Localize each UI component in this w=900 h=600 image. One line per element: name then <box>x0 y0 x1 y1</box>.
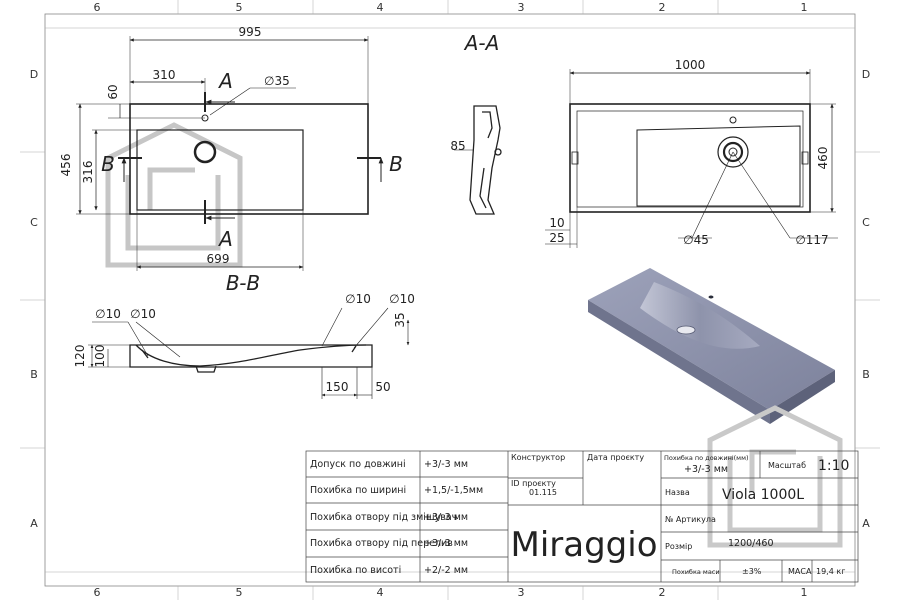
dim-length-995: 995 <box>239 25 262 39</box>
tolerance-value-mixer-hole: +3/-3 мм <box>424 512 468 523</box>
col-label-5-bottom: 5 <box>236 586 243 599</box>
scale-label: Масштаб <box>768 461 806 470</box>
length-error-value: +3/-3 мм <box>684 464 728 475</box>
section-marker-b-left: B <box>101 152 115 176</box>
dim-150: 150 <box>326 380 349 394</box>
tolerance-label-width: Похибка по ширині <box>310 485 406 496</box>
col-label-6-bottom: 6 <box>94 586 101 599</box>
product-name-value: Viola 1000L <box>722 487 804 503</box>
bottom-view <box>545 69 838 248</box>
row-markers-left: D C B A <box>30 68 38 530</box>
column-markers-bottom: 6 5 4 3 2 1 <box>94 586 808 599</box>
section-marker-b-right: B <box>389 152 403 176</box>
section-aa-title: A-A <box>463 31 500 55</box>
drawing-frame <box>20 0 880 600</box>
dim-699: 699 <box>207 252 230 266</box>
dim-100: 100 <box>93 345 107 368</box>
dim-10: 10 <box>549 216 564 230</box>
mass-value: 19,4 кг <box>816 567 845 576</box>
constructor-label: Конструктор <box>511 453 565 462</box>
length-error-label: Похибка по довжині(мм) <box>664 454 749 462</box>
tolerance-value-overflow-hole: +3/-3 мм <box>424 538 468 549</box>
diameter-10-right-2: ∅10 <box>389 292 415 306</box>
col-label-4: 4 <box>377 1 384 14</box>
dim-50: 50 <box>375 380 390 394</box>
diameter-117: ∅117 <box>795 233 828 247</box>
tolerance-value-width: +1,5/-1,5мм <box>424 485 483 496</box>
section-bb-title: B-B <box>226 271 260 295</box>
tolerance-label-length: Допуск по довжині <box>310 459 406 470</box>
project-date-label: Дата проєкту <box>587 453 644 462</box>
section-marker-a-bottom: A <box>217 227 233 251</box>
tolerance-value-length: +3/-3 мм <box>424 459 468 470</box>
dim-310: 310 <box>153 68 176 82</box>
col-label-2-bottom: 2 <box>659 586 666 599</box>
tolerance-label-mixer-hole: Похибка отвору під змішувач <box>310 512 457 523</box>
top-view <box>76 36 384 271</box>
dim-25: 25 <box>549 231 564 245</box>
mass-error-label: Похибка маси <box>672 568 720 576</box>
tolerance-label-overflow-hole: Похибка отвору під перелив <box>310 538 453 549</box>
mass-label: МАСА <box>788 567 812 576</box>
dim-85: 85 <box>450 139 465 153</box>
row-label-b: B <box>30 368 38 381</box>
size-label: Розмір <box>665 542 692 551</box>
col-label-6: 6 <box>94 1 101 14</box>
row-label-c: C <box>30 216 38 229</box>
dim-316: 316 <box>81 161 95 184</box>
diameter-45: ∅45 <box>683 233 709 247</box>
section-bb-dimensions <box>88 307 410 399</box>
watermark-house-logo-right <box>707 405 843 548</box>
column-markers-top: 6 5 4 3 2 1 <box>94 1 808 14</box>
dim-35: 35 <box>393 312 407 327</box>
size-value: 1200/460 <box>728 538 774 549</box>
col-label-3: 3 <box>518 1 525 14</box>
mass-error-value: ±3% <box>742 567 762 576</box>
col-label-3-bottom: 3 <box>518 586 525 599</box>
col-label-5: 5 <box>236 1 243 14</box>
section-aa-profile <box>469 105 502 215</box>
hole-diameter-35: ∅35 <box>264 74 290 88</box>
row-label-a: A <box>30 517 38 530</box>
tolerance-value-height: +2/-2 мм <box>424 565 468 576</box>
col-label-2: 2 <box>659 1 666 14</box>
article-number-label: № Артикула <box>665 515 716 524</box>
project-id-value: 01.115 <box>529 488 557 497</box>
product-name-label: Назва <box>665 488 690 497</box>
row-label-c-right: C <box>862 216 870 229</box>
row-label-b-right: B <box>862 368 870 381</box>
diameter-10-right-1: ∅10 <box>345 292 371 306</box>
brand-logo-miraggio: Miraggio <box>510 525 657 565</box>
dim-60: 60 <box>106 84 120 99</box>
col-label-1: 1 <box>801 1 808 14</box>
tolerance-label-height: Похибка по висоті <box>310 565 401 576</box>
diameter-10-left-1: ∅10 <box>95 307 121 321</box>
dim-456: 456 <box>59 154 73 177</box>
project-id-label: ID проєкту <box>511 479 556 488</box>
row-label-d-right: D <box>862 68 870 81</box>
col-label-1-bottom: 1 <box>801 586 808 599</box>
scale-value: 1:10 <box>818 458 849 474</box>
dim-1000: 1000 <box>675 58 706 72</box>
title-block <box>305 450 859 583</box>
dim-120: 120 <box>73 345 87 368</box>
dim-460: 460 <box>816 147 830 170</box>
diameter-10-left-2: ∅10 <box>130 307 156 321</box>
row-label-d: D <box>30 68 38 81</box>
basin-3d-render <box>588 268 835 424</box>
section-bb-profile <box>129 344 373 373</box>
section-marker-a-top: A <box>217 69 233 93</box>
row-label-a-right: A <box>862 517 870 530</box>
col-label-4-bottom: 4 <box>377 586 384 599</box>
row-markers-right: D C B A <box>862 68 870 530</box>
